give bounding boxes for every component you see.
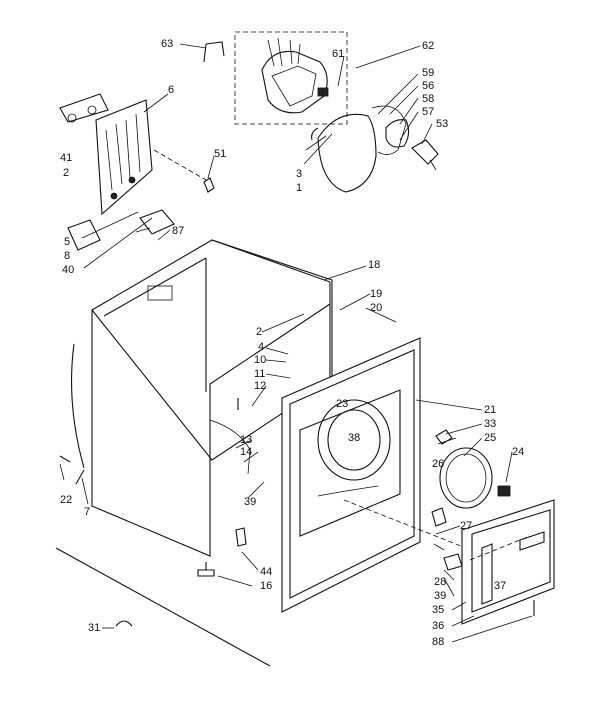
callout-20: 20 [370, 302, 383, 314]
callout-58: 58 [422, 93, 435, 105]
callout-21: 21 [484, 404, 497, 416]
callout-1: 1 [296, 182, 303, 194]
callout-19: 19 [370, 288, 383, 300]
callout-23: 23 [336, 398, 349, 410]
callout-51: 51 [214, 148, 227, 160]
callout-44: 44 [260, 566, 273, 578]
callout-22: 22 [60, 494, 73, 506]
callout-27: 27 [460, 520, 473, 532]
callout-2-middle: 2 [256, 326, 263, 338]
callout-40: 40 [62, 264, 75, 276]
callout-16: 16 [260, 580, 273, 592]
callout-6: 6 [168, 84, 175, 96]
callout-18: 18 [368, 259, 381, 271]
callout-4: 4 [258, 341, 265, 353]
cabinet-group [59, 239, 333, 557]
callout-13: 13 [240, 434, 253, 446]
front-panel-group [281, 337, 511, 613]
callout-26: 26 [432, 458, 445, 470]
callout-63: 63 [161, 38, 174, 50]
callout-61: 61 [332, 48, 345, 60]
callout-5: 5 [64, 236, 71, 248]
callout-24: 24 [512, 446, 525, 458]
callout-37: 37 [494, 580, 507, 592]
callout-31: 31 [88, 622, 101, 634]
callout-88: 88 [432, 636, 445, 648]
callout-38: 38 [348, 432, 361, 444]
callout-25: 25 [484, 432, 497, 444]
callout-59: 59 [422, 67, 435, 79]
callout-7: 7 [84, 506, 91, 518]
callout-39-left: 39 [244, 496, 257, 508]
leader-lines [59, 43, 533, 643]
floor-group [55, 527, 271, 667]
callout-11: 11 [254, 368, 266, 380]
callout-33: 33 [484, 418, 497, 430]
callout-3: 3 [296, 168, 303, 180]
callout-28: 28 [434, 576, 447, 588]
callout-2-upper: 2 [63, 167, 70, 179]
callout-10: 10 [254, 354, 267, 366]
callout-8: 8 [64, 250, 71, 262]
callout-14: 14 [240, 446, 253, 458]
callout-41: 41 [60, 152, 73, 164]
callout-12: 12 [254, 380, 267, 392]
callout-87: 87 [172, 225, 185, 237]
callout-56: 56 [422, 80, 435, 92]
callout-35: 35 [432, 604, 445, 616]
control-bracket-group [59, 93, 215, 251]
timer-assembly-group [203, 31, 439, 193]
callout-62: 62 [422, 40, 435, 52]
callout-39-right: 39 [434, 590, 447, 602]
door-assembly-group [433, 499, 555, 625]
callout-57: 57 [422, 106, 435, 118]
callout-53: 53 [436, 118, 449, 130]
callout-36: 36 [432, 620, 445, 632]
